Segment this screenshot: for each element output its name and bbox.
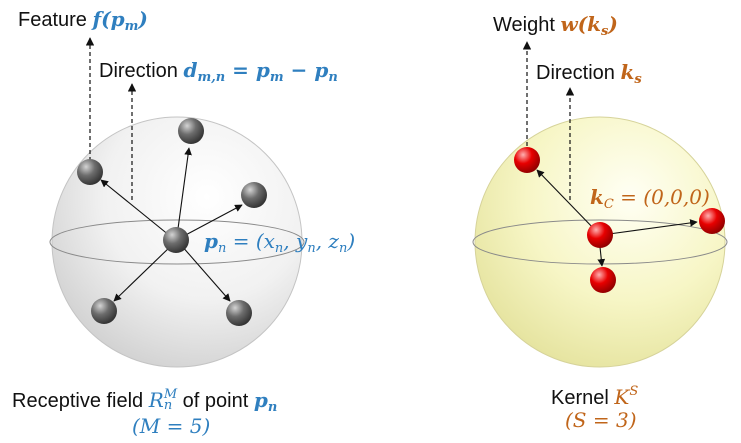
kernel-arrow xyxy=(608,219,698,235)
weight-word: Weight xyxy=(493,14,561,36)
kernel-arrow xyxy=(597,246,606,267)
neighbor-point xyxy=(91,298,117,324)
neighbor-point xyxy=(77,159,103,185)
kernel-caption: Kernel KS xyxy=(551,384,639,409)
kernel-point xyxy=(699,208,725,234)
weight-formula: w(ks) xyxy=(560,12,618,39)
neighbor-arrow xyxy=(180,244,231,302)
neighbor-arrow xyxy=(100,179,176,241)
weight-label: Weight w(ks) xyxy=(493,12,618,44)
kernel-size: (S = 3) xyxy=(565,408,637,432)
neighbor-point xyxy=(241,182,267,208)
center-point-coordinates: pn = (xn, yn, zn) xyxy=(204,229,356,256)
feature-formula: f(pm) xyxy=(92,7,148,34)
kernel-symbol: KS xyxy=(614,384,639,409)
direction-label-right: Direction ks xyxy=(536,60,642,92)
direction-word: Direction xyxy=(536,62,621,84)
neighbor-arrow xyxy=(176,147,192,237)
neighbor-point xyxy=(226,300,252,326)
kernel-center-coordinates: kC = (0,0,0) xyxy=(590,185,710,212)
direction-label-left: Direction dm,n = pm − pn xyxy=(99,58,338,90)
center-point xyxy=(163,227,189,253)
direction-word: Direction xyxy=(99,60,178,82)
kernel-center-point xyxy=(587,222,613,248)
kernel-arrow xyxy=(536,169,598,233)
feature-word: Feature xyxy=(18,9,87,31)
kernel-point xyxy=(590,267,616,293)
kernel-point xyxy=(514,147,540,173)
direction-formula: dm,n = pm − pn xyxy=(183,58,338,85)
neighbor-point xyxy=(178,118,204,144)
neighbor-arrow xyxy=(179,204,243,239)
feature-label: Feature f(pm) xyxy=(18,7,148,39)
kernel-direction-symbol: ks xyxy=(620,60,642,87)
sphere-equator xyxy=(49,219,305,265)
neighbor-arrow xyxy=(113,244,173,302)
receptive-field-size: (M = 5) xyxy=(132,414,211,438)
